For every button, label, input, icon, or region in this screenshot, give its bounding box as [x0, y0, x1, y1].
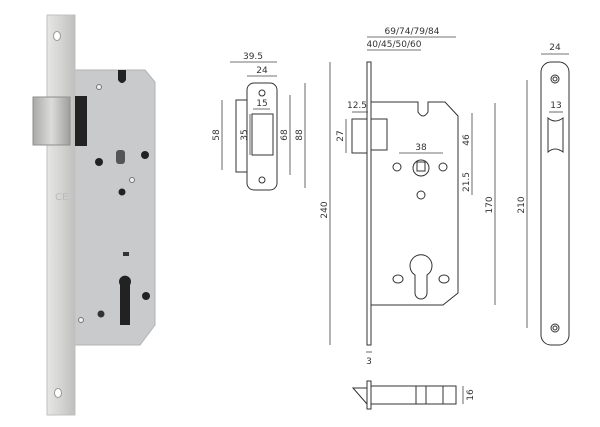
dim-58: 58	[212, 129, 222, 141]
dim-15: 15	[256, 99, 267, 109]
dim-38: 38	[415, 143, 427, 153]
dim-13: 13	[550, 101, 561, 111]
dim-3: 3	[366, 357, 372, 367]
cylinder-hole	[409, 254, 433, 300]
dim-35: 35	[240, 129, 250, 140]
lock-case-drawing: 69/74/79/84 40/45/50/60 12.5 27 38 46 21…	[320, 27, 496, 367]
latch-bolt	[32, 96, 71, 146]
dim-12-5: 12.5	[347, 101, 367, 111]
lock-photo: CE	[32, 14, 156, 416]
latch-opening	[75, 96, 87, 146]
faceplate	[46, 14, 76, 416]
dim-210: 210	[517, 196, 527, 213]
ce-mark: CE	[55, 192, 68, 203]
dim-39-5: 39.5	[243, 52, 263, 62]
dim-88: 88	[295, 129, 305, 141]
dim-24: 24	[256, 66, 268, 76]
dim-170: 170	[485, 196, 495, 213]
screw-hole-icon	[53, 31, 61, 41]
dim-46: 46	[462, 134, 472, 146]
dim-27: 27	[336, 130, 346, 141]
dim-21-5: 21.5	[462, 172, 472, 192]
notch	[118, 70, 126, 83]
latch-bolt-drawing: 16	[351, 380, 476, 410]
faceplate-front-drawing: 24 13 210	[517, 43, 570, 346]
cylinder-hole	[119, 275, 131, 325]
strike-plate-drawing: 39.5 24 15 58 35 68 88	[212, 52, 306, 191]
dim-total-depth: 69/74/79/84	[385, 27, 440, 37]
dim-240: 240	[320, 201, 330, 218]
dim-16: 16	[466, 389, 476, 401]
screw-hole-icon	[54, 388, 62, 398]
dim-backset: 40/45/50/60	[367, 40, 422, 50]
follower-hole	[116, 150, 125, 164]
dim-68: 68	[280, 129, 290, 141]
dim-24-front: 24	[549, 43, 561, 53]
